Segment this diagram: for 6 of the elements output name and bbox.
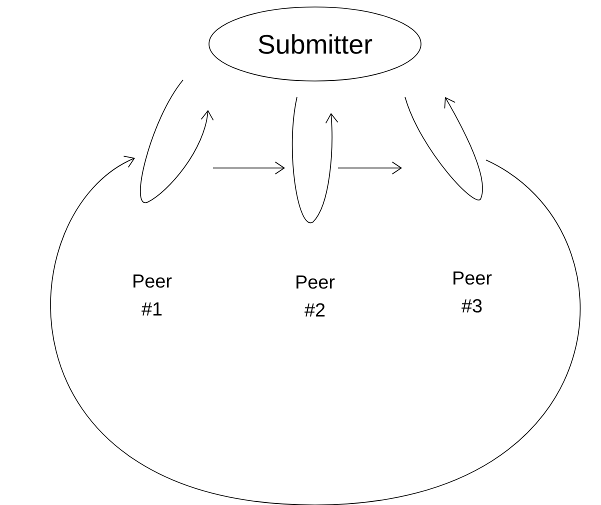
arrow xyxy=(338,162,402,174)
peer-label: Peer #1 xyxy=(134,274,172,316)
arrow xyxy=(50,156,580,505)
arrow xyxy=(212,162,285,174)
peer-label: Peer #2 xyxy=(296,276,335,316)
peer-label: Peer #3 xyxy=(454,271,492,313)
